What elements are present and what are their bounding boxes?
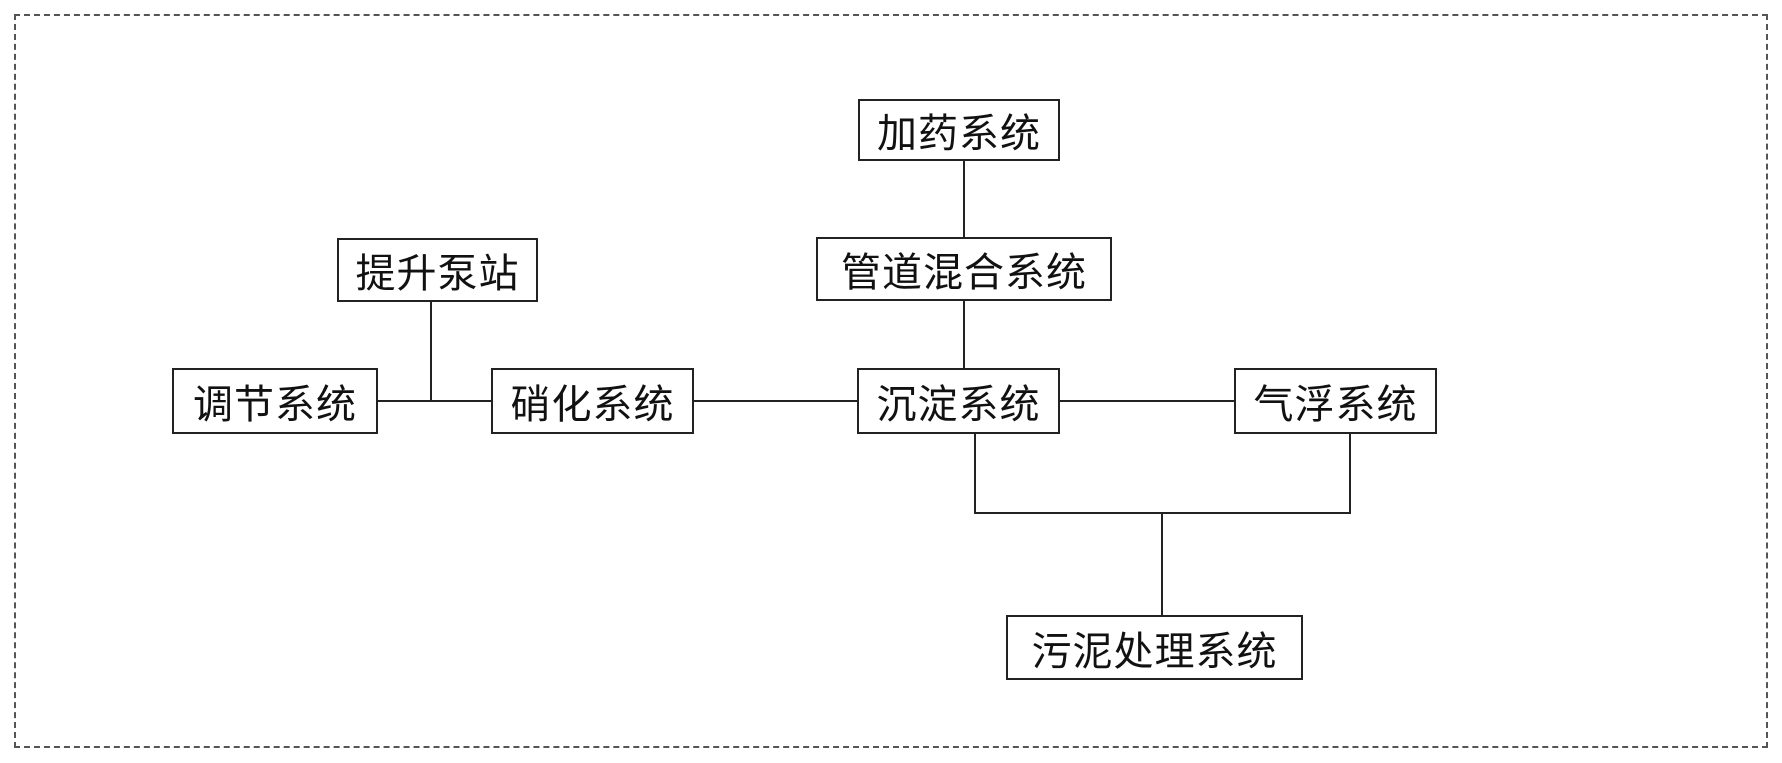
node-pipe-mixing-system: 管道混合系统 bbox=[816, 237, 1112, 301]
node-air-flotation-system: 气浮系统 bbox=[1234, 368, 1437, 434]
node-dosing-system: 加药系统 bbox=[858, 99, 1060, 161]
node-regulating-system: 调节系统 bbox=[172, 368, 378, 434]
node-nitrification-system: 硝化系统 bbox=[491, 368, 694, 434]
node-lift-pump-station: 提升泵站 bbox=[337, 238, 538, 302]
node-sedimentation-system: 沉淀系统 bbox=[857, 368, 1060, 434]
node-sludge-treatment-system: 污泥处理系统 bbox=[1006, 615, 1303, 680]
edge-sedimentation-air-flotation-join bbox=[974, 433, 1351, 514]
diagram-frame bbox=[14, 14, 1768, 748]
